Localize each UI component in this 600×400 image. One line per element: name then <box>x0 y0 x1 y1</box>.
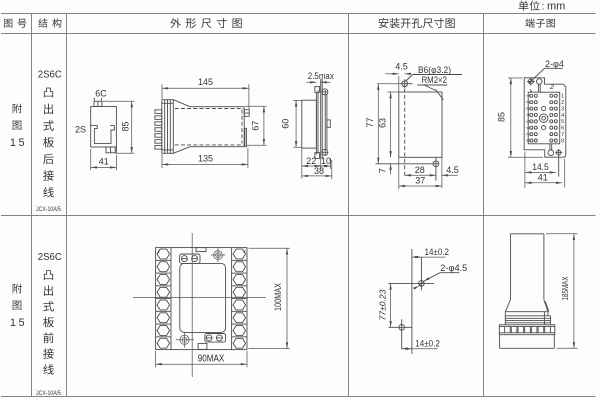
svg-text:3: 3 <box>525 107 530 110</box>
svg-text:85: 85 <box>496 112 506 122</box>
svg-text:85: 85 <box>121 121 131 131</box>
svg-text:4.5: 4.5 <box>446 165 459 175</box>
svg-text:6C: 6C <box>95 89 107 99</box>
svg-text:2.5max: 2.5max <box>308 71 334 81</box>
svg-text:7: 7 <box>525 132 530 135</box>
svg-text:5: 5 <box>561 119 564 125</box>
svg-text:90MAX: 90MAX <box>198 354 225 365</box>
svg-text:77: 77 <box>365 117 375 127</box>
svg-text:4.5: 4.5 <box>395 61 408 71</box>
svg-text:14±0.2: 14±0.2 <box>415 338 440 348</box>
svg-text:185MAX: 185MAX <box>560 276 570 300</box>
svg-text:2S: 2S <box>75 124 86 134</box>
svg-text:14.5: 14.5 <box>532 162 549 172</box>
svg-text:8: 8 <box>525 139 530 142</box>
svg-text:2-φ4.5: 2-φ4.5 <box>440 263 467 273</box>
svg-text:2: 2 <box>561 100 564 106</box>
svg-text:2-φ4: 2-φ4 <box>545 59 564 69</box>
svg-text:3: 3 <box>561 106 564 112</box>
svg-text:JCX-10A/5: JCX-10A/5 <box>36 206 61 213</box>
svg-text:63: 63 <box>377 118 387 128</box>
svg-text:mm: mm <box>547 0 565 12</box>
svg-text:22: 22 <box>306 156 316 166</box>
svg-text:2S6C: 2S6C <box>38 69 62 81</box>
svg-text:1: 1 <box>158 249 161 254</box>
svg-text::: : <box>542 0 545 12</box>
svg-text:RM2×2: RM2×2 <box>422 75 448 85</box>
svg-text:41: 41 <box>99 156 109 166</box>
svg-text:1: 1 <box>561 94 564 100</box>
svg-text:100MAX: 100MAX <box>273 282 284 311</box>
svg-text:2: 2 <box>549 82 555 91</box>
svg-text:6: 6 <box>525 126 530 129</box>
svg-text:2S6C: 2S6C <box>38 251 62 263</box>
svg-text:28: 28 <box>415 165 425 175</box>
svg-text:B6(φ3.2): B6(φ3.2) <box>418 65 451 75</box>
svg-text:41: 41 <box>538 173 548 183</box>
svg-text:37: 37 <box>415 176 425 186</box>
svg-text:2: 2 <box>243 249 246 254</box>
svg-text:4: 4 <box>561 113 564 119</box>
svg-text:6: 6 <box>561 126 564 132</box>
svg-text:77±0.23: 77±0.23 <box>378 289 388 320</box>
svg-text:2: 2 <box>525 100 530 103</box>
svg-text:38: 38 <box>314 166 324 176</box>
svg-text:1: 1 <box>525 94 530 97</box>
svg-text:5: 5 <box>525 120 530 123</box>
svg-text:135: 135 <box>198 153 213 163</box>
svg-text:7: 7 <box>377 168 387 173</box>
svg-text:10: 10 <box>321 156 331 166</box>
svg-text:15: 15 <box>10 137 27 149</box>
svg-text:,: , <box>318 158 321 168</box>
svg-text:145: 145 <box>198 77 213 87</box>
svg-text:14±0.2: 14±0.2 <box>425 247 450 257</box>
svg-text:7: 7 <box>561 132 564 138</box>
svg-text:15: 15 <box>10 317 27 329</box>
svg-text:8: 8 <box>561 138 564 144</box>
svg-text:JCX-10A/5: JCX-10A/5 <box>36 390 61 397</box>
svg-text:67: 67 <box>251 121 261 131</box>
svg-text:4: 4 <box>525 113 530 116</box>
svg-text:60: 60 <box>280 119 290 129</box>
